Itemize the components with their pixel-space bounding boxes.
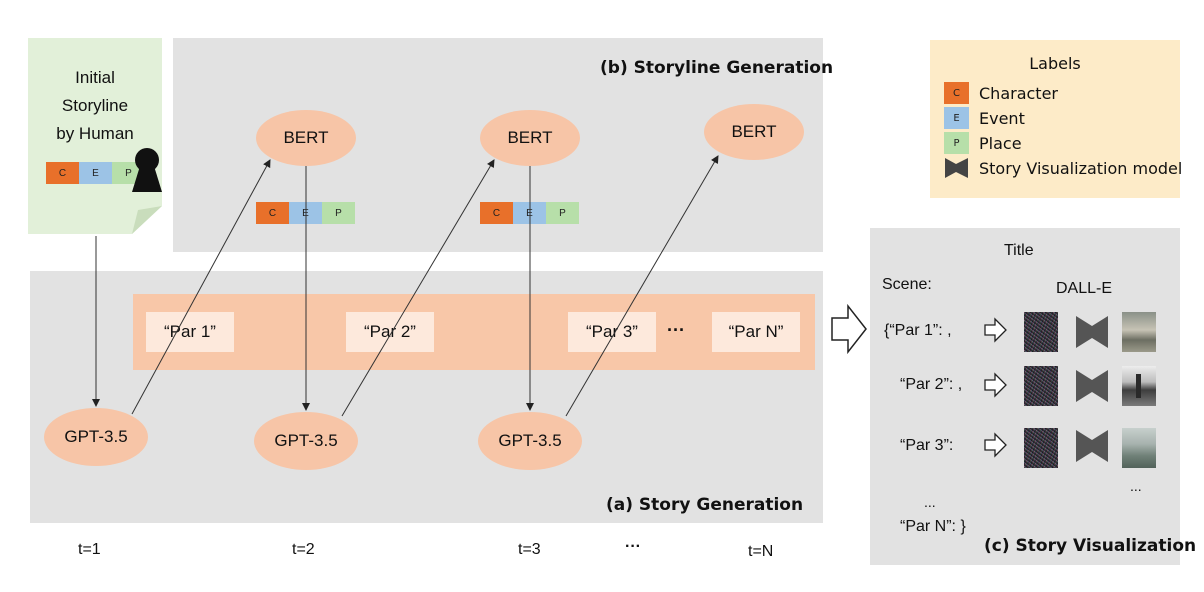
cep-place: P — [546, 202, 579, 224]
gpt-node-3: GPT-3.5 — [478, 412, 582, 470]
bert-node-1: BERT — [256, 110, 356, 166]
human-note-line-1: Initial — [75, 68, 115, 87]
labels-title: Labels — [1029, 54, 1081, 73]
arrow-to-visualization-icon — [831, 303, 867, 355]
bowtie-icon — [1076, 370, 1108, 402]
label-place: P Place — [944, 132, 1182, 154]
cep-character: C — [46, 162, 79, 184]
arrow-gpt2-to-bert2 — [341, 159, 495, 417]
label-event: E Event — [944, 107, 1182, 129]
paragraph-box-n: “Par N” — [712, 312, 800, 352]
generated-image-1 — [1122, 312, 1156, 352]
label-model: Story Visualization model — [944, 157, 1182, 179]
gpt-node-1: GPT-3.5 — [44, 408, 148, 466]
bowtie-icon — [1076, 430, 1108, 462]
label-event-text: Event — [979, 108, 1025, 128]
timeline-t2: t=2 — [292, 541, 315, 558]
bert-node-3: BERT — [704, 104, 804, 160]
human-cep-bar: C E P — [46, 162, 145, 184]
scene-row-1-text: {“Par 1”: , — [884, 322, 952, 339]
dalle-label: DALL-E — [1056, 280, 1113, 297]
labels-panel — [930, 40, 1180, 198]
noise-image-1 — [1024, 312, 1058, 352]
arrow-right-icon — [984, 432, 1007, 458]
arrow-right-icon — [984, 317, 1007, 343]
bert-node-2: BERT — [480, 110, 580, 166]
cep-event: E — [79, 162, 112, 184]
noise-image-2 — [1024, 366, 1058, 406]
visualization-header-title: Title — [1004, 242, 1034, 259]
paragraph-band — [133, 294, 815, 370]
row-arrows — [984, 317, 1007, 458]
image-ellipsis: ... — [1130, 478, 1142, 494]
story-generation-title: (a) Story Generation — [606, 495, 804, 515]
scene-label: Scene: — [882, 276, 932, 293]
scene-row-n-text: “Par N”: } — [900, 518, 966, 535]
human-note-line-2: Storyline — [61, 96, 129, 115]
human-note-line-3: by Human — [56, 124, 134, 143]
timeline-t3: t=3 — [518, 541, 541, 558]
scene-row-2-text: “Par 2”: , — [900, 376, 963, 393]
label-place-text: Place — [979, 133, 1022, 153]
label-character-text: Character — [979, 83, 1058, 103]
scene-row-ellipsis: ... — [924, 494, 936, 510]
label-model-text: Story Visualization model — [979, 158, 1183, 178]
human-note-text: Initial Storyline by Human — [28, 64, 162, 148]
generated-image-3 — [1122, 428, 1156, 468]
timeline-t1: t=1 — [78, 541, 101, 558]
story-visualization-title: (c) Story Visualization — [984, 536, 1197, 556]
arrow-gpt1-to-bert1 — [131, 159, 271, 415]
place-swatch: P — [944, 132, 969, 154]
bowtie-icon — [945, 158, 968, 178]
cep-place: P — [322, 202, 355, 224]
bowtie-icon — [1076, 316, 1108, 348]
paragraph-box-1: “Par 1” — [146, 312, 234, 352]
noise-image-3 — [1024, 428, 1058, 468]
cep-character: C — [480, 202, 513, 224]
arrow-right-icon — [984, 372, 1007, 398]
timeline-ellipsis: ··· — [625, 538, 641, 555]
gpt-node-2: GPT-3.5 — [254, 412, 358, 470]
human-note — [28, 38, 162, 234]
paragraph-ellipsis: ··· — [667, 320, 685, 340]
event-swatch: E — [944, 107, 969, 129]
paragraph-box-3: “Par 3” — [568, 312, 656, 352]
storyline-generation-title: (b) Storyline Generation — [600, 58, 834, 78]
model-icons — [1076, 316, 1108, 462]
timeline-tn: t=N — [748, 543, 774, 560]
human-silhouette-icon — [132, 148, 162, 192]
arrow-gpt3-to-bert3 — [565, 155, 719, 417]
labels-list: C Character E Event P Place Story Visual… — [944, 82, 1182, 179]
cep-character: C — [256, 202, 289, 224]
paragraph-box-2: “Par 2” — [346, 312, 434, 352]
generated-image-2 — [1122, 366, 1156, 406]
scene-row-3-text: “Par 3”: — [900, 437, 954, 454]
character-swatch: C — [944, 82, 969, 104]
label-character: C Character — [944, 82, 1182, 104]
